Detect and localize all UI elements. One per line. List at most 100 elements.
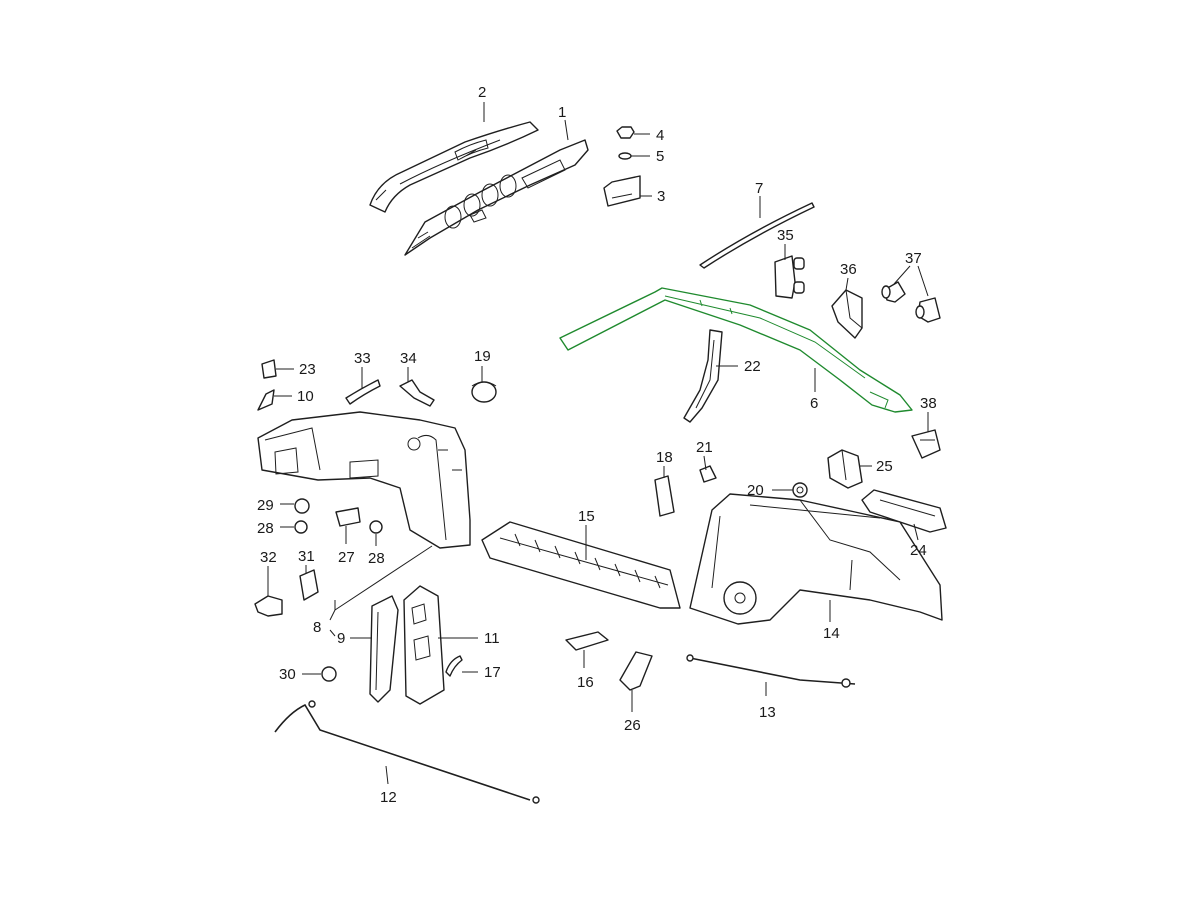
callout-25-label: 25 bbox=[876, 458, 893, 475]
callout-13[interactable]: 13 bbox=[759, 682, 776, 721]
part-28-grommet-b[interactable] bbox=[369, 520, 383, 534]
part-32-bracket[interactable] bbox=[254, 595, 283, 617]
part-27-plate[interactable] bbox=[335, 507, 361, 527]
part-28-grommet[interactable] bbox=[294, 520, 308, 534]
callout-28b[interactable]: 28 bbox=[368, 534, 385, 567]
callout-2[interactable]: 2 bbox=[478, 84, 486, 122]
part-29-grommet[interactable] bbox=[294, 498, 310, 514]
part-31-bracket[interactable] bbox=[299, 569, 319, 601]
callout-35[interactable]: 35 bbox=[777, 227, 794, 260]
callout-30[interactable]: 30 bbox=[279, 666, 321, 683]
part-12-cable[interactable] bbox=[274, 700, 540, 804]
part-6-roof-frame[interactable] bbox=[559, 287, 913, 413]
callout-4-label: 4 bbox=[656, 127, 664, 144]
part-21-clip[interactable] bbox=[699, 465, 717, 483]
part-37-hose-elbows[interactable] bbox=[881, 281, 941, 323]
callout-9[interactable]: 9 bbox=[337, 630, 372, 647]
callout-30-label: 30 bbox=[279, 666, 296, 683]
callout-32[interactable]: 32 bbox=[260, 549, 277, 596]
callout-31-label: 31 bbox=[298, 548, 315, 565]
part-30-grommet[interactable] bbox=[321, 666, 337, 682]
callout-14-label: 14 bbox=[823, 625, 840, 642]
part-25-bracket[interactable] bbox=[827, 449, 863, 489]
part-11-hinge-pillar[interactable] bbox=[403, 585, 445, 705]
callout-6-label: 6 bbox=[810, 395, 818, 412]
callout-32-label: 32 bbox=[260, 549, 277, 566]
part-3-bracket[interactable] bbox=[603, 175, 641, 207]
callout-38[interactable]: 38 bbox=[920, 395, 937, 432]
callout-7[interactable]: 7 bbox=[755, 180, 763, 218]
part-1-instrument-panel[interactable] bbox=[404, 139, 589, 256]
callout-20[interactable]: 20 bbox=[747, 482, 793, 499]
callout-25[interactable]: 25 bbox=[860, 458, 893, 475]
callout-22[interactable]: 22 bbox=[716, 358, 761, 375]
callout-33[interactable]: 33 bbox=[354, 350, 371, 388]
part-33-hose[interactable] bbox=[345, 379, 381, 405]
callout-28a[interactable]: 28 bbox=[257, 520, 294, 537]
callout-34[interactable]: 34 bbox=[400, 350, 417, 382]
callout-16[interactable]: 16 bbox=[577, 650, 594, 691]
part-26-gusset[interactable] bbox=[619, 651, 653, 691]
callout-33-label: 33 bbox=[354, 350, 371, 367]
callout-23[interactable]: 23 bbox=[276, 361, 316, 378]
callout-12-label: 12 bbox=[380, 789, 397, 806]
part-7-roof-trim-strip[interactable] bbox=[699, 202, 815, 269]
callout-6[interactable]: 6 bbox=[810, 368, 818, 412]
callout-21-label: 21 bbox=[696, 439, 713, 456]
part-14-rear-quarter-panel[interactable] bbox=[689, 493, 943, 625]
part-34-hose[interactable] bbox=[399, 379, 435, 407]
callout-17-label: 17 bbox=[484, 664, 501, 681]
callout-23-label: 23 bbox=[299, 361, 316, 378]
callout-29-label: 29 bbox=[257, 497, 274, 514]
callout-14[interactable]: 14 bbox=[823, 600, 840, 642]
callout-12[interactable]: 12 bbox=[380, 765, 397, 806]
callout-3[interactable]: 3 bbox=[640, 188, 665, 205]
callout-8[interactable]: 8 bbox=[313, 545, 433, 637]
callout-15-label: 15 bbox=[578, 508, 595, 525]
callout-11[interactable]: 11 bbox=[438, 630, 500, 647]
part-2-dash-top-cover[interactable] bbox=[369, 121, 539, 213]
callout-10[interactable]: 10 bbox=[274, 388, 314, 405]
part-17-hose[interactable] bbox=[445, 655, 463, 677]
part-4-nut[interactable] bbox=[616, 126, 635, 139]
part-23-clip[interactable] bbox=[261, 359, 277, 379]
callout-8-label: 8 bbox=[313, 619, 321, 636]
part-13-cable[interactable] bbox=[686, 654, 856, 688]
callout-21[interactable]: 21 bbox=[696, 439, 713, 471]
callout-18[interactable]: 18 bbox=[656, 449, 673, 478]
callout-4[interactable]: 4 bbox=[634, 127, 664, 144]
part-35-bracket-pair[interactable] bbox=[774, 255, 805, 299]
part-5-washer[interactable] bbox=[618, 152, 632, 160]
part-24-panel[interactable] bbox=[861, 489, 947, 533]
part-36-mount[interactable] bbox=[831, 289, 863, 339]
callout-27-label: 27 bbox=[338, 549, 355, 566]
callout-36[interactable]: 36 bbox=[840, 261, 857, 291]
part-22-pillar-trim[interactable] bbox=[683, 329, 723, 423]
callout-5[interactable]: 5 bbox=[631, 148, 664, 165]
part-15-rocker-panel[interactable] bbox=[481, 521, 681, 609]
callout-18-label: 18 bbox=[656, 449, 673, 466]
part-front-inner-structure[interactable] bbox=[257, 411, 471, 549]
callout-5-label: 5 bbox=[656, 148, 664, 165]
callout-37[interactable]: 37 bbox=[893, 250, 929, 297]
callout-27[interactable]: 27 bbox=[338, 526, 355, 566]
callout-24[interactable]: 24 bbox=[910, 523, 927, 559]
callout-29[interactable]: 29 bbox=[257, 497, 294, 514]
part-9-pillar-seal[interactable] bbox=[369, 595, 399, 703]
part-18-gusset[interactable] bbox=[654, 475, 675, 517]
part-38-clip[interactable] bbox=[911, 429, 941, 459]
callout-1[interactable]: 1 bbox=[558, 104, 569, 141]
callout-31[interactable]: 31 bbox=[298, 548, 315, 574]
part-16-bracket[interactable] bbox=[565, 631, 609, 651]
part-20-grommet[interactable] bbox=[792, 482, 808, 498]
callout-15[interactable]: 15 bbox=[578, 508, 595, 560]
part-10-bracket[interactable] bbox=[257, 389, 275, 411]
callout-17[interactable]: 17 bbox=[462, 664, 501, 681]
callout-22-label: 22 bbox=[744, 358, 761, 375]
part-19-cap[interactable] bbox=[471, 381, 497, 403]
callout-28b-label: 28 bbox=[368, 550, 385, 567]
callout-26[interactable]: 26 bbox=[624, 690, 641, 734]
callout-19[interactable]: 19 bbox=[474, 348, 491, 382]
callout-2-label: 2 bbox=[478, 84, 486, 101]
